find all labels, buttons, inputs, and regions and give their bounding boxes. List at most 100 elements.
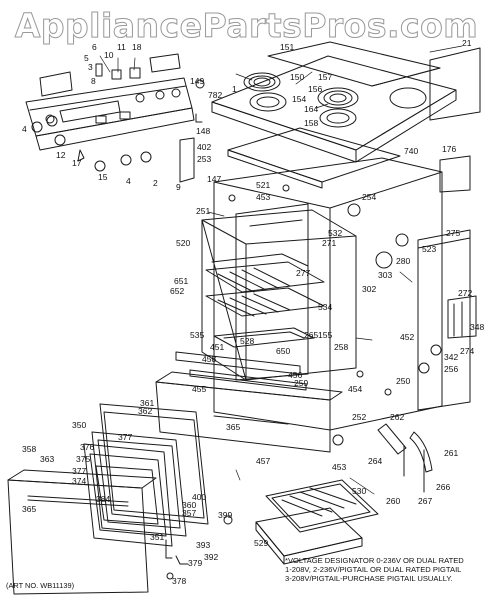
callout: 280 bbox=[396, 256, 410, 266]
callout: 271 bbox=[322, 238, 336, 248]
range-cabinet bbox=[213, 157, 443, 431]
callout: 357 bbox=[182, 508, 196, 518]
callout: 266 bbox=[436, 482, 450, 492]
callout: 264 bbox=[368, 456, 382, 466]
callout: 150 bbox=[290, 72, 304, 82]
callout: 454 bbox=[348, 384, 362, 394]
callout: 2 bbox=[153, 178, 158, 188]
oven-light bbox=[347, 203, 409, 269]
callout: 11 bbox=[117, 42, 126, 52]
callout: 302 bbox=[362, 284, 376, 294]
callout: 358 bbox=[22, 444, 36, 454]
callout: 532 bbox=[328, 228, 342, 238]
callout: 651 bbox=[174, 276, 188, 286]
callout: 451 bbox=[210, 342, 224, 352]
callout: 379 bbox=[188, 558, 202, 568]
voltage-footnote: *VOLTAGE DESIGNATOR 0-236V OR DUAL RATED… bbox=[285, 556, 485, 583]
upper-panel-parts bbox=[39, 53, 205, 183]
callout: 303 bbox=[378, 270, 392, 280]
callout: 251 bbox=[196, 206, 210, 216]
callout: 259 bbox=[294, 378, 308, 388]
footnote-line-1: *VOLTAGE DESIGNATOR 0-236V OR DUAL RATED bbox=[285, 556, 464, 565]
callout: 21 bbox=[462, 38, 472, 48]
oven-door-outer bbox=[7, 469, 157, 595]
storage-drawer bbox=[155, 371, 343, 453]
broiler-pan bbox=[265, 479, 379, 533]
callout: 782 bbox=[208, 90, 222, 100]
control-panel bbox=[25, 77, 195, 151]
callout: 18 bbox=[132, 42, 142, 52]
callout: 378 bbox=[172, 576, 186, 586]
callout: 4 bbox=[126, 176, 131, 186]
callout: 457 bbox=[256, 456, 270, 466]
door-hinges bbox=[377, 423, 433, 493]
callout: 253 bbox=[197, 154, 211, 164]
callout: 523 bbox=[422, 244, 436, 254]
callout: 530 bbox=[352, 486, 366, 496]
callout: 176 bbox=[442, 144, 456, 154]
door-latch-parts bbox=[165, 539, 189, 580]
drawer-rails bbox=[175, 351, 307, 391]
callout: 147 bbox=[207, 174, 221, 184]
callout: 256 bbox=[444, 364, 458, 374]
callout: 252 bbox=[352, 412, 366, 422]
drip-pan-tray bbox=[227, 127, 401, 189]
leveling-legs bbox=[332, 344, 442, 446]
bake-element bbox=[213, 327, 315, 348]
broiler-pan-bottom bbox=[255, 507, 363, 565]
callout: 528 bbox=[240, 336, 254, 346]
callout: 361 bbox=[140, 398, 154, 408]
callout: 265 bbox=[304, 330, 318, 340]
callout: 3 bbox=[88, 62, 93, 72]
callout: 8 bbox=[91, 76, 96, 86]
callout: 650 bbox=[276, 346, 290, 356]
callout: 250 bbox=[396, 376, 410, 386]
callout: 348 bbox=[470, 322, 484, 332]
callout: 260 bbox=[386, 496, 400, 506]
callout: 155 bbox=[318, 330, 332, 340]
callout: 164 bbox=[304, 104, 318, 114]
callout: 1 bbox=[232, 84, 237, 94]
callout: 9 bbox=[176, 182, 181, 192]
surface-burners bbox=[243, 72, 359, 128]
callout: 149 bbox=[190, 76, 204, 86]
callout: 400 bbox=[192, 492, 206, 502]
broil-element bbox=[211, 253, 309, 267]
cooktop bbox=[211, 41, 457, 163]
callout: 652 bbox=[170, 286, 184, 296]
callout: 262 bbox=[390, 412, 404, 422]
callout: 272 bbox=[458, 288, 472, 298]
callout: 455 bbox=[192, 384, 206, 394]
rear-backguard bbox=[429, 47, 481, 193]
callout: 148 bbox=[196, 126, 210, 136]
callout: 4 bbox=[22, 124, 27, 134]
control-knobs bbox=[31, 115, 152, 172]
callout: 365 bbox=[22, 504, 36, 514]
callout-labels: 6 11 10 18 5 3 8 149 782 402 253 9 147 1… bbox=[22, 38, 484, 586]
oven-door-panels bbox=[83, 403, 209, 547]
callout: 151 bbox=[280, 42, 294, 52]
callout: 456 bbox=[288, 370, 302, 380]
callout: 375 bbox=[76, 454, 90, 464]
callout: 17 bbox=[72, 158, 82, 168]
callout: 393 bbox=[196, 540, 210, 550]
callout: 392 bbox=[204, 552, 218, 562]
callout: 351 bbox=[150, 532, 164, 542]
callout: 521 bbox=[256, 180, 270, 190]
callout: 10 bbox=[104, 50, 114, 60]
callout: 254 bbox=[362, 192, 376, 202]
callout: 277 bbox=[296, 268, 310, 278]
callout: 15 bbox=[98, 172, 108, 182]
art-number: (ART NO. WB11139) bbox=[6, 581, 75, 590]
callout: 399 bbox=[218, 510, 232, 520]
callout: 458 bbox=[202, 354, 216, 364]
callout: 535 bbox=[190, 330, 204, 340]
footnote-line-2: 1-208V, 2-236V/PIGTAIL OR DUAL RATED PIG… bbox=[285, 565, 462, 574]
callout: 5 bbox=[84, 53, 89, 63]
callout: 377 bbox=[72, 466, 86, 476]
footnote-line-3: 3-208V/PIGTAIL-PURCHASE PIGTAIL USUALLY. bbox=[285, 574, 453, 583]
callout: 740 bbox=[404, 146, 418, 156]
callout: 453 bbox=[256, 192, 270, 202]
callout: 453 bbox=[332, 462, 346, 472]
